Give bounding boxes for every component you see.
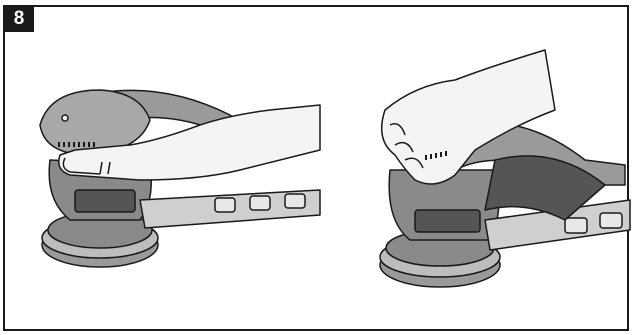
- hand: [380, 49, 556, 185]
- step-number-badge: 8: [4, 6, 34, 32]
- dust-port: [484, 199, 631, 251]
- hand: [58, 104, 321, 181]
- sander-hand-side-grip-illustration: [30, 70, 321, 300]
- sander-hand-top-grip-illustration: [345, 49, 631, 310]
